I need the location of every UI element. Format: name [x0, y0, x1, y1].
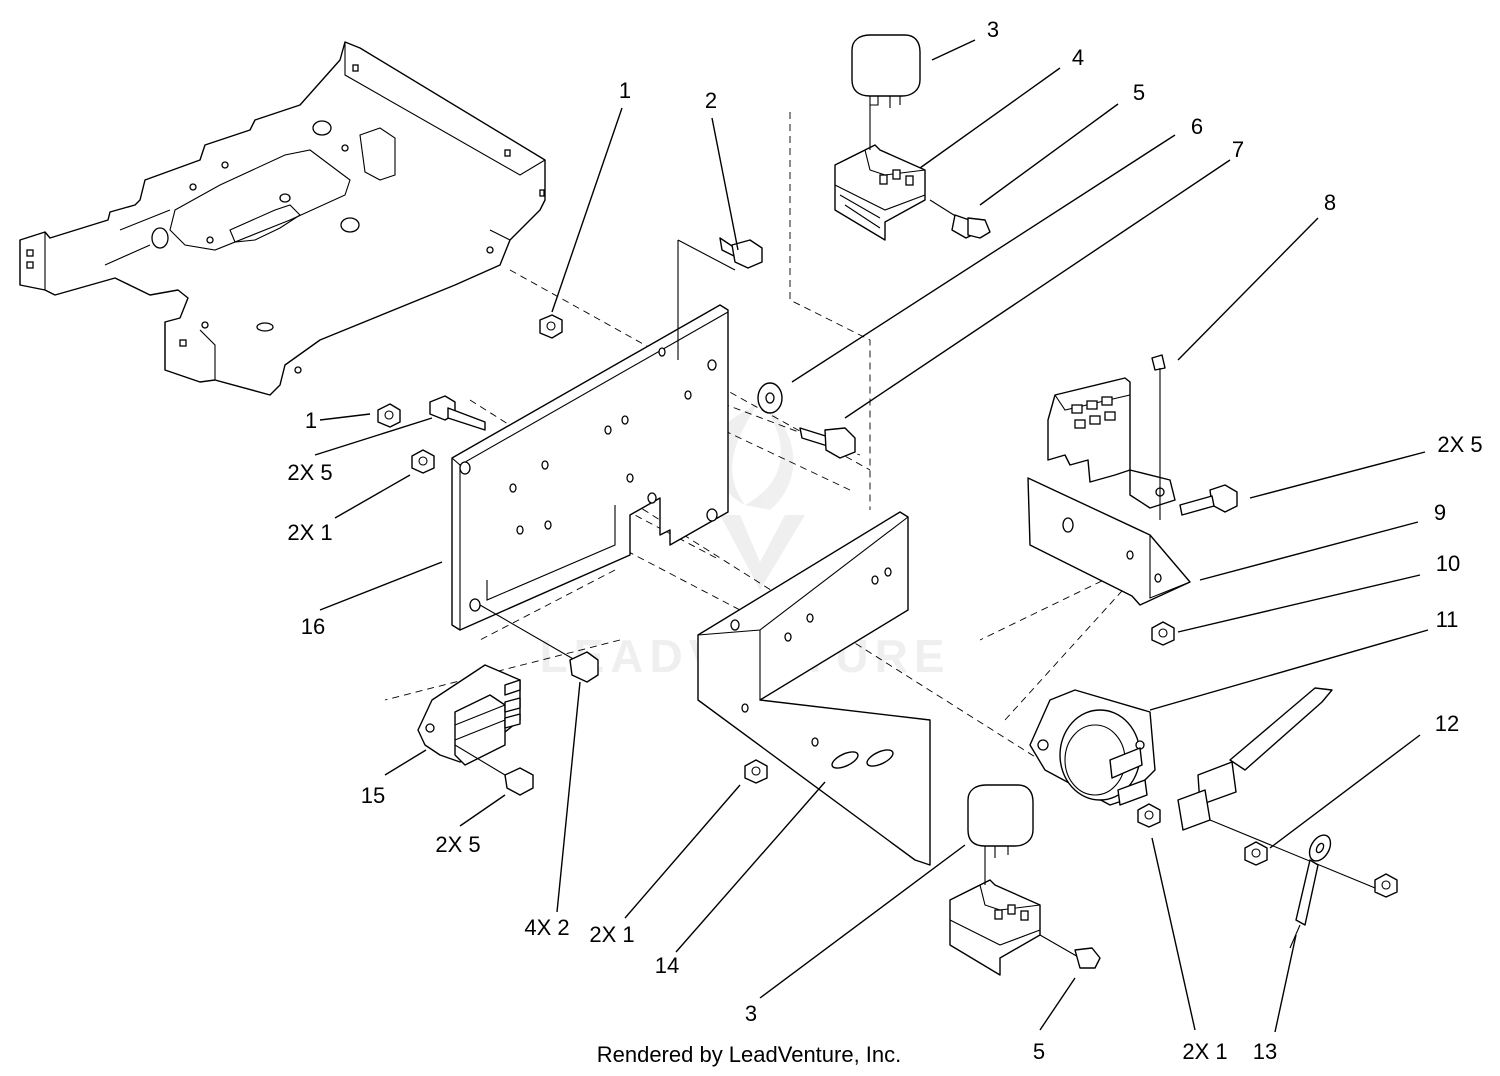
callout-2x1-left: 2X 1	[287, 520, 332, 545]
callout-2x1-mid: 2X 1	[589, 922, 634, 947]
callout-labels: 1 2 3 4 5 6 7 8 2X 5 9 10 11 12 1 2X 5 2…	[287, 17, 1482, 1064]
frame-chassis	[19, 41, 546, 396]
callout-2x5-left: 2X 5	[287, 460, 332, 485]
nut-left	[377, 403, 401, 428]
callout-1-top: 1	[619, 78, 631, 103]
bolt-left	[429, 395, 486, 431]
solenoid	[1029, 687, 1381, 891]
callout-4x2: 4X 2	[524, 915, 569, 940]
callout-1-left: 1	[305, 408, 317, 433]
nut-bottom-mid	[744, 759, 768, 784]
relay-top	[834, 34, 926, 241]
screw-top	[929, 199, 991, 239]
callout-8: 8	[1324, 190, 1336, 215]
nut-left-2	[411, 449, 435, 474]
regulator	[417, 664, 521, 766]
callout-5-bottom: 5	[1033, 1039, 1045, 1064]
callout-5-top: 5	[1133, 80, 1145, 105]
callout-3-top: 3	[987, 17, 999, 42]
callout-13: 13	[1253, 1039, 1277, 1064]
callout-2x5-right: 2X 5	[1437, 432, 1482, 457]
leader-lines	[314, 39, 1429, 1033]
callout-3-bottom: 3	[745, 1001, 757, 1026]
callout-9: 9	[1434, 500, 1446, 525]
nut-top	[539, 314, 563, 339]
callout-2x1-right: 2X 1	[1182, 1039, 1227, 1064]
nut-far-right	[1374, 873, 1398, 898]
fuse-block	[1047, 377, 1176, 509]
callout-11: 11	[1436, 607, 1459, 632]
nut-2x1-solenoid	[1137, 803, 1161, 828]
callout-15: 15	[361, 783, 385, 808]
bolt-right-2	[1179, 484, 1238, 516]
washer	[757, 382, 783, 414]
bolt-4x2	[479, 604, 599, 683]
callout-16: 16	[301, 614, 325, 639]
screw-bottom	[1039, 934, 1101, 969]
callout-2-top: 2	[705, 88, 717, 113]
callout-4: 4	[1072, 45, 1084, 70]
relay-bottom	[949, 784, 1041, 976]
cable-13	[1289, 834, 1332, 949]
nut-12	[1244, 841, 1268, 866]
callout-2x5-bottom: 2X 5	[435, 832, 480, 857]
bolt-right	[799, 427, 856, 459]
callout-6: 6	[1191, 114, 1203, 139]
credit-line: Rendered by LeadVenture, Inc.	[597, 1042, 902, 1067]
screw-small	[1151, 354, 1166, 520]
callout-10: 10	[1436, 551, 1460, 576]
support-bracket	[1027, 477, 1191, 606]
screw-regulator	[454, 744, 534, 796]
bolt-top	[677, 237, 763, 360]
callout-7: 7	[1232, 137, 1244, 162]
nut-10	[1151, 621, 1175, 646]
mounting-plate	[451, 304, 729, 631]
angle-bracket	[697, 511, 931, 866]
callout-14: 14	[655, 953, 679, 978]
callout-12: 12	[1435, 711, 1459, 736]
